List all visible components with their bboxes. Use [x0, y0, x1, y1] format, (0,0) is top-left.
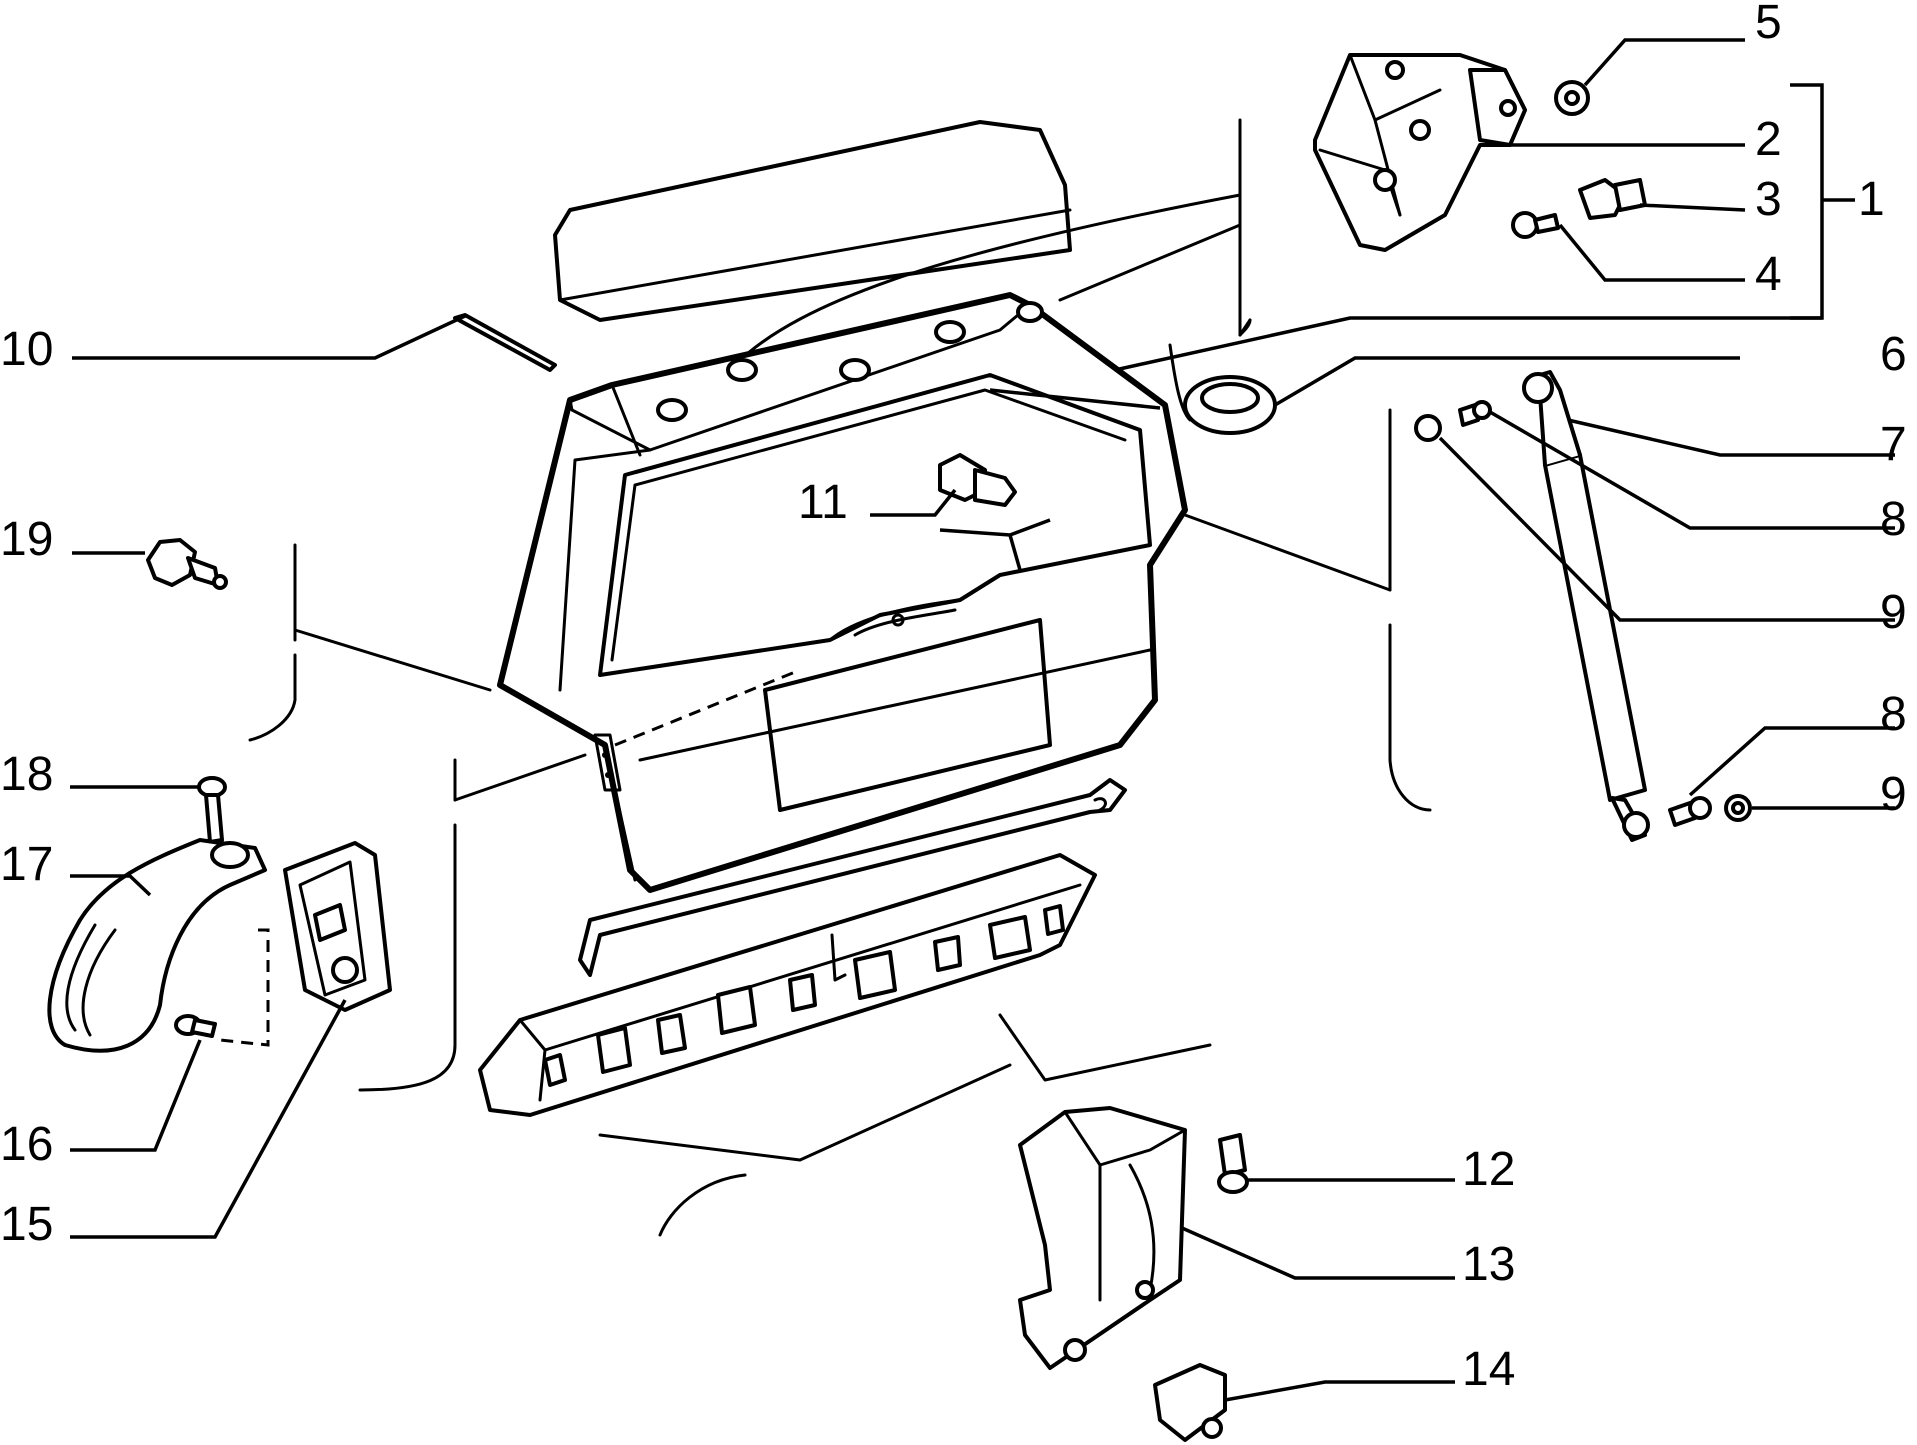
callout-14: 14 [1462, 1343, 1515, 1396]
callout-3: 3 [1755, 173, 1782, 226]
callout-1: 1 [1858, 173, 1885, 226]
check-strap-17 [47, 838, 267, 1053]
callout-labels: 1 2 3 4 5 6 7 8 9 8 9 10 11 12 13 14 15 … [0, 0, 1907, 1396]
leader-lines [70, 38, 1895, 1402]
callout-18: 18 [0, 748, 53, 801]
callout-9-upper: 9 [1880, 586, 1907, 639]
tailgate [497, 292, 1188, 893]
pin-8-upper [1458, 400, 1492, 427]
grommet-6 [1183, 375, 1277, 435]
screw-19 [146, 538, 228, 590]
screw-18 [197, 776, 227, 844]
callout-7: 7 [1880, 418, 1907, 471]
washer-9-lower [1724, 794, 1752, 822]
callout-6: 6 [1880, 328, 1907, 381]
callout-8-lower: 8 [1880, 688, 1907, 741]
callout-5: 5 [1755, 0, 1782, 49]
bumper-seal-strip [578, 778, 1127, 977]
striker-bracket-13 [1018, 1106, 1187, 1370]
callout-17: 17 [0, 838, 53, 891]
callout-16: 16 [0, 1118, 53, 1171]
assembly-guide-dashes-tailgate [614, 668, 801, 747]
hinge-assembly [1313, 53, 1527, 252]
clip-14 [1153, 1363, 1227, 1442]
assembly-guide-dashes [219, 928, 270, 1047]
callout-4: 4 [1755, 248, 1782, 301]
callout-13: 13 [1462, 1238, 1515, 1291]
strip-10 [453, 313, 557, 372]
bracket-15 [283, 841, 392, 1012]
callout-19: 19 [0, 513, 53, 566]
callout-10: 10 [0, 323, 53, 376]
screw-12 [1217, 1133, 1249, 1194]
bolt-3 [1578, 178, 1647, 220]
pin-8-lower [1668, 796, 1712, 827]
callout-8-upper: 8 [1880, 493, 1907, 546]
washer-5 [1554, 80, 1590, 116]
bump-stop-11 [938, 453, 1017, 507]
callout-2: 2 [1755, 113, 1782, 166]
washer-9-upper [1414, 414, 1442, 442]
screw-16 [174, 1014, 217, 1038]
callout-11: 11 [798, 476, 848, 529]
callout-9-lower: 9 [1880, 768, 1907, 821]
callout-12: 12 [1462, 1143, 1515, 1196]
screw-4 [1511, 211, 1560, 239]
rear-panel [478, 853, 1097, 1117]
car-body-outline [248, 118, 1432, 1237]
callout-15: 15 [0, 1198, 53, 1251]
